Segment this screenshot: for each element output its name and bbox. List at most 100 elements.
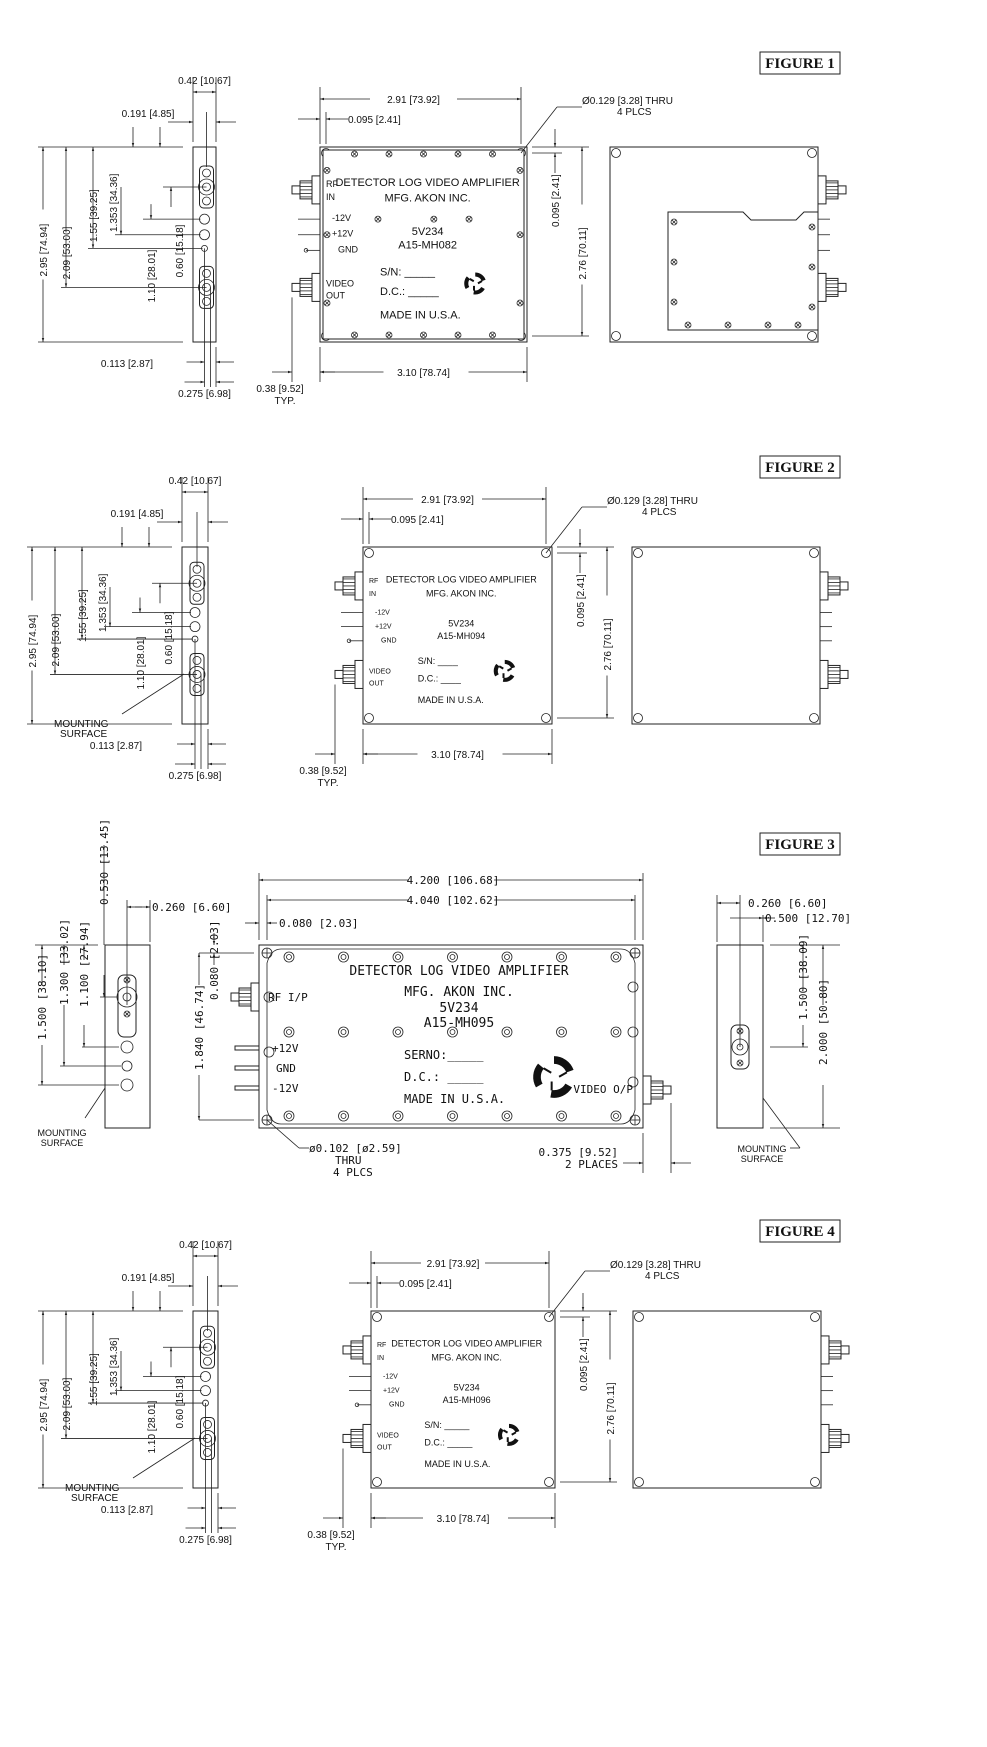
dimension-label: 0.080 [2.03] [208, 921, 221, 1000]
screw-icon [670, 298, 678, 306]
nameplate-model: 5V234 [454, 1383, 480, 1393]
mounting-surface-label: SURFACE [41, 1138, 84, 1148]
screw-slot [466, 216, 472, 222]
dimension-label: 1.100 [27.94] [78, 921, 91, 1007]
screw-slot [517, 300, 523, 306]
flange-screw [203, 1420, 212, 1429]
nameplate-origin: MADE IN U.S.A. [380, 310, 461, 322]
screw-slot [455, 151, 461, 157]
pin-label: OUT [377, 1444, 393, 1451]
screw-slot [124, 1011, 130, 1017]
screw-icon [808, 263, 816, 271]
screw-head [420, 150, 427, 158]
hole-callout: THRU [335, 1154, 362, 1167]
screw-head [465, 215, 473, 223]
screw-head [670, 258, 678, 266]
screw-slot [431, 216, 437, 222]
screw-head [454, 331, 462, 339]
back-view [632, 1310, 850, 1489]
dimension-label: 2.95 [74.94] [39, 1378, 50, 1431]
dimension-label: TYP. [326, 1542, 347, 1553]
connector-tip [662, 1085, 672, 1095]
ground-terminal [303, 248, 309, 253]
figure-title: FIGURE 4 [765, 1224, 835, 1240]
screw-slot [558, 954, 565, 960]
screw-head [724, 321, 732, 329]
screw-slot [324, 168, 330, 173]
pin-label: -12V [332, 213, 351, 223]
screw-slot [725, 322, 731, 328]
feedthru-pin [120, 1078, 134, 1092]
screw-icon [610, 1110, 622, 1122]
screw-head [351, 150, 358, 158]
dimension-label: 2.95 [74.94] [39, 223, 50, 276]
sma-connector-icon [820, 1335, 850, 1365]
connector-tip [334, 669, 344, 679]
mounting-hole [372, 1477, 382, 1487]
nameplate-model: 5V234 [412, 226, 444, 238]
front-view-body [370, 1310, 556, 1489]
esd-arc [508, 1423, 520, 1433]
dimension-label: 1.10 [28.01] [136, 636, 147, 689]
figure-title: FIGURE 2 [765, 460, 835, 476]
screw-icon [556, 1026, 567, 1038]
screw-icon [385, 150, 393, 158]
mounting-hole [809, 548, 819, 558]
screw-head [794, 321, 802, 329]
nameplate-manufacturer: MFG. AKON INC. [404, 985, 514, 1000]
screw-head [351, 331, 358, 339]
dimension-label: 2.76 [70.11] [606, 1382, 617, 1434]
screw-icon [489, 150, 496, 158]
figure-title-box [759, 455, 841, 479]
screw-icon [430, 215, 438, 223]
dimension-label: 0.60 [15.18] [175, 1375, 186, 1428]
connector-tip [839, 581, 849, 591]
pin-label: +12V [383, 1387, 400, 1394]
connector-flange [250, 982, 260, 1012]
screw-slot [504, 1113, 510, 1119]
screw-icon [323, 166, 331, 174]
dimension-label: 0.375 [9.52] [539, 1146, 618, 1159]
esd-symbol-icon [493, 659, 516, 682]
screw-slot [490, 332, 495, 338]
dimension-label: 2.76 [70.11] [603, 618, 614, 670]
hole-callout-leader [545, 506, 583, 554]
screw-icon [420, 150, 427, 158]
screw-slot [324, 232, 330, 238]
connector-flange [362, 1423, 372, 1453]
nameplate-model: 5V234 [439, 1001, 478, 1016]
nameplate-serial: S/N: ____ [418, 656, 459, 666]
esd-arc [475, 272, 486, 282]
flange-screw [202, 168, 211, 178]
pin-label: VIDEO [377, 1432, 399, 1439]
connector-tip [839, 669, 849, 679]
pin-label: IN [369, 591, 376, 598]
sma-connector-icon [819, 571, 849, 601]
sma-connector-icon [342, 1423, 372, 1453]
screw-icon [627, 981, 639, 993]
connector-tip [840, 1433, 850, 1443]
mounting-hole [541, 548, 551, 558]
pin-label: +12V [332, 229, 353, 239]
pin-label: RF [326, 179, 338, 189]
nameplate-serial: S/N: _____ [424, 1420, 470, 1430]
screw-slot [286, 1029, 292, 1035]
feedthru-pin [120, 1040, 134, 1054]
mounting-hole [633, 713, 643, 723]
dimension-label: 2.09 [53.00] [51, 613, 62, 666]
dimension-label: 0.095 [2.41] [579, 1338, 590, 1391]
screw-icon [385, 331, 393, 339]
dimension-label: 0.38 [9.52] [256, 384, 303, 395]
screw-icon [447, 1026, 458, 1038]
dimension-label: 2.09 [53.00] [62, 1377, 73, 1430]
pin-label: -12V [272, 1082, 299, 1095]
ground-terminal [346, 638, 352, 644]
screw-slot [449, 954, 456, 960]
nameplate-title: DETECTOR LOG VIDEO AMPLIFIER [335, 177, 519, 189]
flange-screw [192, 656, 202, 665]
screw-icon [392, 1110, 404, 1122]
screw-slot [395, 1113, 401, 1119]
dimension-label: 0.095 [2.41] [391, 515, 444, 526]
screw-icon [454, 331, 462, 339]
